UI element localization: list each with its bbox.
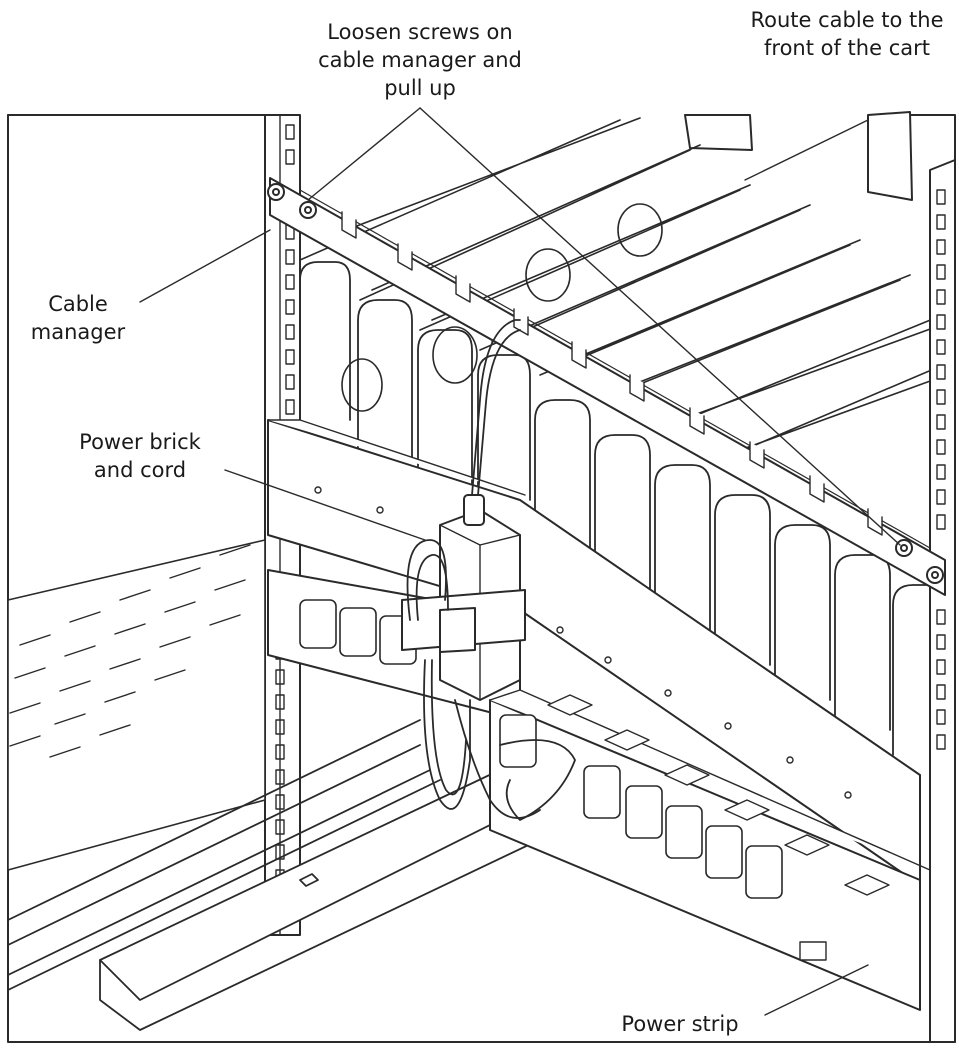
power-cord [406, 319, 576, 821]
top-bracket [867, 111, 913, 201]
callout-power-strip: Power strip [606, 1010, 754, 1038]
leader-cable-manager [139, 229, 271, 303]
cable-manager-tabs [341, 211, 883, 536]
callout-route-line2: front of the cart [764, 36, 930, 60]
callout-route-cable: Route cable to the front of the cart [735, 6, 959, 62]
cable-manager-bar [269, 177, 946, 596]
strip-tabs [547, 694, 890, 961]
callout-strip-line1: Power strip [621, 1012, 739, 1036]
divider-holes [341, 203, 663, 412]
leader-power-brick [224, 469, 426, 541]
frame-border [7, 114, 956, 1043]
leader-lines [139, 107, 901, 1016]
callout-brick-line2: and cord [93, 458, 187, 482]
callout-cable-manager: Cable manager [20, 290, 136, 346]
callout-cable-line2: manager [30, 320, 126, 344]
shelf-slots [9, 544, 251, 758]
callout-brick-line1: Power brick [79, 430, 201, 454]
velcro-strap [401, 589, 526, 653]
callout-loosen-line1: Loosen screws on [327, 20, 513, 44]
leader-loosen-right [419, 107, 901, 546]
callout-cable-line1: Cable [48, 292, 108, 316]
callout-power-brick: Power brick and cord [60, 428, 220, 484]
screw-icons [267, 183, 944, 584]
callout-route-line1: Route cable to the [750, 8, 944, 32]
outlets-front [499, 714, 783, 899]
right-rail-slots [936, 189, 946, 750]
bracket-holes [314, 486, 852, 799]
callout-loosen-line2: cable manager and [318, 48, 522, 72]
callout-loosen-screws: Loosen screws on cable manager and pull … [300, 18, 540, 102]
divider-loops [299, 261, 931, 756]
callout-loosen-line3: pull up [384, 76, 456, 100]
leader-power-strip [764, 964, 869, 1016]
right-rail [929, 159, 956, 1043]
floor-rails [7, 719, 561, 1031]
left-shelf [7, 539, 266, 871]
leader-loosen-left [307, 107, 421, 201]
top-bracket-inner [684, 114, 753, 151]
leader-route [744, 119, 869, 181]
